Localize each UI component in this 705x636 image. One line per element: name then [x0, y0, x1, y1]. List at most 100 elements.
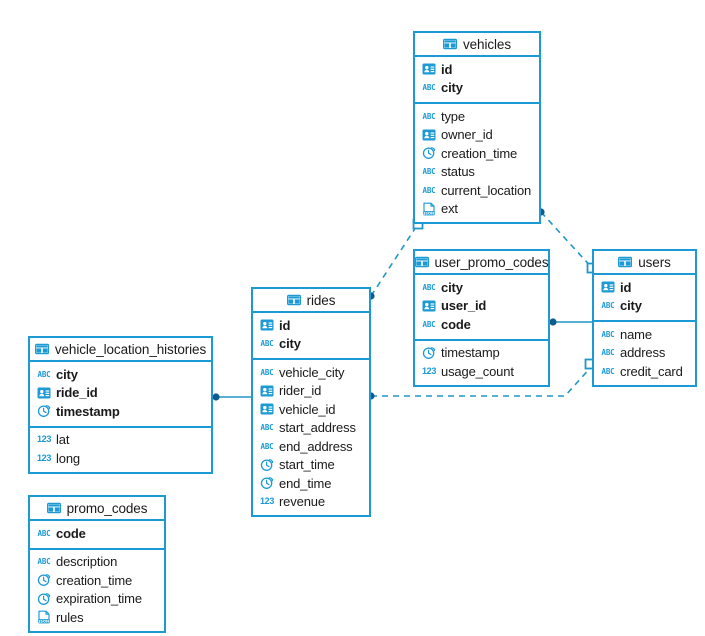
table-field[interactable]: expiration_time — [30, 590, 164, 609]
table-icon — [286, 293, 301, 307]
primary-key-field[interactable]: id — [415, 60, 539, 79]
123-number-icon: 123 — [421, 365, 437, 376]
primary-key-field[interactable]: id — [594, 278, 695, 297]
table-field[interactable]: vehicle_id — [253, 400, 369, 419]
abc-string-icon: ABC — [260, 441, 274, 451]
field-label: start_time — [279, 457, 335, 473]
table-field[interactable]: 123 lat — [30, 431, 211, 450]
relationship-line — [370, 226, 417, 297]
field-label: long — [56, 450, 80, 466]
abc-string-icon: ABC — [422, 185, 436, 195]
primary-key-field[interactable]: timestamp — [30, 402, 211, 421]
field-label: code — [441, 316, 471, 332]
entity-header-promo_codes[interactable]: promo_codes — [30, 497, 164, 521]
clock-timestamp-icon — [37, 592, 51, 606]
primary-key-field[interactable]: user_id — [415, 297, 548, 316]
clock-timestamp-icon — [422, 146, 436, 160]
abc-string-icon: ABC — [601, 329, 615, 339]
field-label: lat — [56, 432, 70, 448]
primary-key-field[interactable]: id — [253, 316, 369, 335]
clock-timestamp-icon — [37, 404, 51, 418]
relationship-upc-users[interactable] — [549, 318, 592, 326]
field-label: start_address — [279, 420, 356, 436]
primary-key-field[interactable]: ABC city — [415, 79, 539, 98]
entity-header-users[interactable]: users — [594, 251, 695, 275]
abc-string-icon: ABC — [37, 557, 51, 566]
abc-string-icon: ABC — [422, 83, 436, 92]
field-label: end_time — [279, 475, 332, 491]
field-label: city — [56, 366, 78, 382]
abc-string-icon: ABC — [37, 528, 51, 538]
abc-string-icon: ABC — [422, 111, 436, 121]
field-label: vehicle_city — [279, 364, 345, 380]
abc-string-icon: ABC — [37, 369, 51, 379]
field-label: owner_id — [441, 127, 493, 143]
abc-string-icon: ABC — [422, 282, 436, 292]
table-field[interactable]: start_time — [253, 456, 369, 475]
entity-header-vehicles[interactable]: vehicles — [415, 33, 539, 57]
field-label: id — [620, 279, 632, 295]
table-field[interactable]: rider_id — [253, 382, 369, 401]
field-label: timestamp — [56, 403, 120, 419]
abc-string-icon: ABC — [260, 423, 274, 432]
entity-header-user_promo_codes[interactable]: user_promo_codes — [414, 251, 549, 275]
field-label: id — [279, 317, 291, 333]
relationship-source-dot — [212, 393, 220, 401]
table-field[interactable]: timestamp — [415, 344, 548, 363]
primary-key-field[interactable]: ride_id — [30, 384, 211, 403]
relationship-vlh-rides[interactable] — [212, 393, 251, 401]
primary-key-field[interactable]: ABC city — [30, 365, 211, 384]
123-number-icon: 123 — [36, 434, 52, 445]
field-label: vehicle_id — [279, 401, 336, 417]
field-label: timestamp — [441, 345, 500, 361]
abc-string-icon: ABC — [422, 167, 436, 176]
table-field[interactable]: creation_time — [415, 144, 539, 163]
field-label: end_address — [279, 438, 353, 454]
field-label: rules — [56, 609, 84, 625]
table-field[interactable]: end_time — [253, 474, 369, 493]
entity-header-rides[interactable]: rides — [253, 289, 369, 313]
key-id-icon — [601, 280, 615, 294]
svg-text:JSON: JSON — [423, 211, 434, 215]
entity-title: promo_codes — [66, 500, 148, 516]
table-field[interactable]: ABC end_address — [253, 437, 369, 456]
table-field[interactable]: creation_time — [30, 571, 164, 590]
entity-header-vehicle_location_histories[interactable]: vehicle_location_histories — [30, 338, 211, 362]
entity-title: vehicle_location_histories — [54, 341, 207, 357]
field-label: city — [279, 336, 301, 352]
field-label: expiration_time — [56, 591, 142, 607]
table-field[interactable]: ABC start_address — [253, 419, 369, 438]
table-icon — [414, 255, 429, 269]
table-field[interactable]: owner_id — [415, 126, 539, 145]
field-label: id — [441, 61, 453, 77]
field-label: city — [441, 80, 463, 96]
